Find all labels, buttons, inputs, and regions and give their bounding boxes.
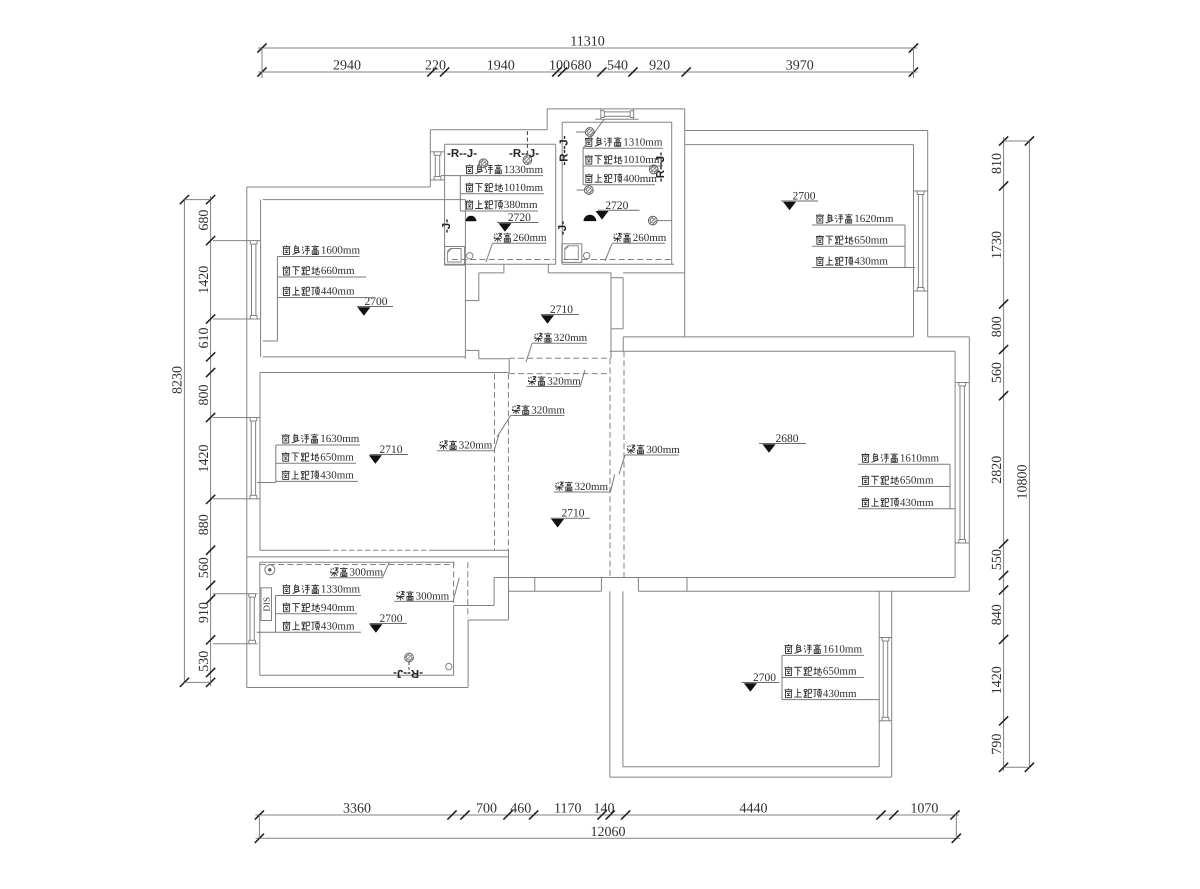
- svg-text:100: 100: [549, 59, 570, 74]
- svg-text:300mm: 300mm: [350, 567, 384, 579]
- svg-text:1070: 1070: [910, 802, 938, 817]
- svg-text:2720: 2720: [508, 212, 531, 224]
- svg-text:2700: 2700: [753, 672, 776, 684]
- svg-text:430mm: 430mm: [854, 256, 888, 268]
- svg-text:440mm: 440mm: [321, 286, 355, 298]
- svg-text:260mm: 260mm: [513, 232, 547, 244]
- svg-text:540: 540: [607, 59, 628, 74]
- svg-text:660mm: 660mm: [321, 265, 355, 277]
- svg-text:680: 680: [197, 210, 212, 231]
- svg-text:1730: 1730: [990, 231, 1005, 259]
- svg-text:140: 140: [594, 802, 615, 817]
- svg-text:800: 800: [197, 385, 212, 406]
- svg-text:430mm: 430mm: [321, 620, 355, 632]
- svg-text:1310mm: 1310mm: [623, 137, 663, 149]
- svg-text:430mm: 430mm: [900, 497, 934, 509]
- svg-text:650mm: 650mm: [823, 666, 857, 678]
- svg-text:300mm: 300mm: [416, 590, 450, 602]
- svg-text:11310: 11310: [570, 35, 604, 50]
- svg-text:700: 700: [476, 802, 497, 817]
- svg-text:10800: 10800: [1015, 465, 1030, 500]
- svg-text:320mm: 320mm: [554, 332, 588, 344]
- svg-text:2820: 2820: [990, 456, 1005, 484]
- svg-text:-J-: -J-: [557, 221, 569, 235]
- svg-text:650mm: 650mm: [320, 451, 354, 463]
- svg-text:840: 840: [990, 604, 1005, 625]
- svg-text:-R--J-: -R--J-: [558, 135, 570, 165]
- svg-text:1620mm: 1620mm: [854, 213, 894, 225]
- svg-text:2710: 2710: [562, 508, 585, 520]
- svg-text:1170: 1170: [554, 802, 581, 817]
- svg-text:1330mm: 1330mm: [321, 584, 361, 596]
- svg-text:2940: 2940: [333, 59, 361, 74]
- svg-text:2700: 2700: [793, 191, 816, 203]
- svg-text:8230: 8230: [171, 366, 186, 394]
- svg-text:2700: 2700: [365, 296, 388, 308]
- svg-text:1600mm: 1600mm: [321, 245, 361, 257]
- svg-text:880: 880: [197, 514, 212, 535]
- svg-text:650mm: 650mm: [900, 475, 934, 487]
- svg-text:380mm: 380mm: [504, 199, 538, 211]
- svg-text:DIS: DIS: [262, 597, 272, 612]
- svg-text:-R--J-: -R--J-: [447, 148, 477, 160]
- svg-text:-R--J-: -R--J-: [655, 152, 667, 182]
- svg-text:2720: 2720: [605, 200, 628, 212]
- svg-text:430mm: 430mm: [320, 470, 354, 482]
- svg-text:320mm: 320mm: [459, 440, 493, 452]
- svg-text:220: 220: [425, 59, 446, 74]
- svg-text:1420: 1420: [990, 666, 1005, 694]
- svg-text:560: 560: [990, 362, 1005, 383]
- svg-text:610: 610: [197, 328, 212, 349]
- svg-text:680: 680: [571, 59, 592, 74]
- svg-text:940mm: 940mm: [321, 602, 355, 614]
- svg-text:530: 530: [197, 651, 212, 672]
- svg-text:650mm: 650mm: [854, 235, 888, 247]
- svg-text:430mm: 430mm: [823, 688, 857, 700]
- svg-text:800: 800: [990, 316, 1005, 337]
- svg-text:910: 910: [197, 602, 212, 623]
- svg-text:1610mm: 1610mm: [900, 453, 940, 465]
- svg-text:1330mm: 1330mm: [504, 164, 544, 176]
- svg-text:1420: 1420: [197, 445, 212, 473]
- svg-text:920: 920: [649, 59, 670, 74]
- svg-text:790: 790: [990, 734, 1005, 755]
- svg-text:2700: 2700: [380, 613, 403, 625]
- svg-text:320mm: 320mm: [547, 376, 581, 388]
- svg-text:3360: 3360: [343, 802, 371, 817]
- svg-text:1010mm: 1010mm: [623, 154, 663, 166]
- svg-text:1010mm: 1010mm: [504, 182, 544, 194]
- svg-text:260mm: 260mm: [633, 232, 667, 244]
- svg-text:560: 560: [197, 557, 212, 578]
- svg-text:1940: 1940: [487, 59, 515, 74]
- svg-text:810: 810: [990, 153, 1005, 174]
- svg-text:-R--J-: -R--J-: [509, 148, 539, 160]
- svg-text:320mm: 320mm: [575, 481, 609, 493]
- svg-text:400mm: 400mm: [623, 173, 657, 185]
- svg-text:2710: 2710: [380, 444, 403, 456]
- svg-text:300mm: 300mm: [646, 444, 680, 456]
- svg-text:2710: 2710: [550, 304, 573, 316]
- svg-text:1630mm: 1630mm: [320, 433, 360, 445]
- svg-text:2680: 2680: [776, 433, 799, 445]
- svg-text:4440: 4440: [740, 802, 768, 817]
- svg-text:-J-: -J-: [441, 219, 453, 233]
- svg-text:320mm: 320mm: [531, 405, 565, 417]
- svg-text:1610mm: 1610mm: [823, 644, 863, 656]
- svg-text:3970: 3970: [786, 59, 814, 74]
- svg-text:-R--J-: -R--J-: [393, 667, 423, 679]
- svg-text:550: 550: [990, 549, 1005, 570]
- svg-text:1420: 1420: [197, 266, 212, 294]
- svg-text:460: 460: [510, 802, 531, 817]
- svg-text:12060: 12060: [591, 825, 626, 840]
